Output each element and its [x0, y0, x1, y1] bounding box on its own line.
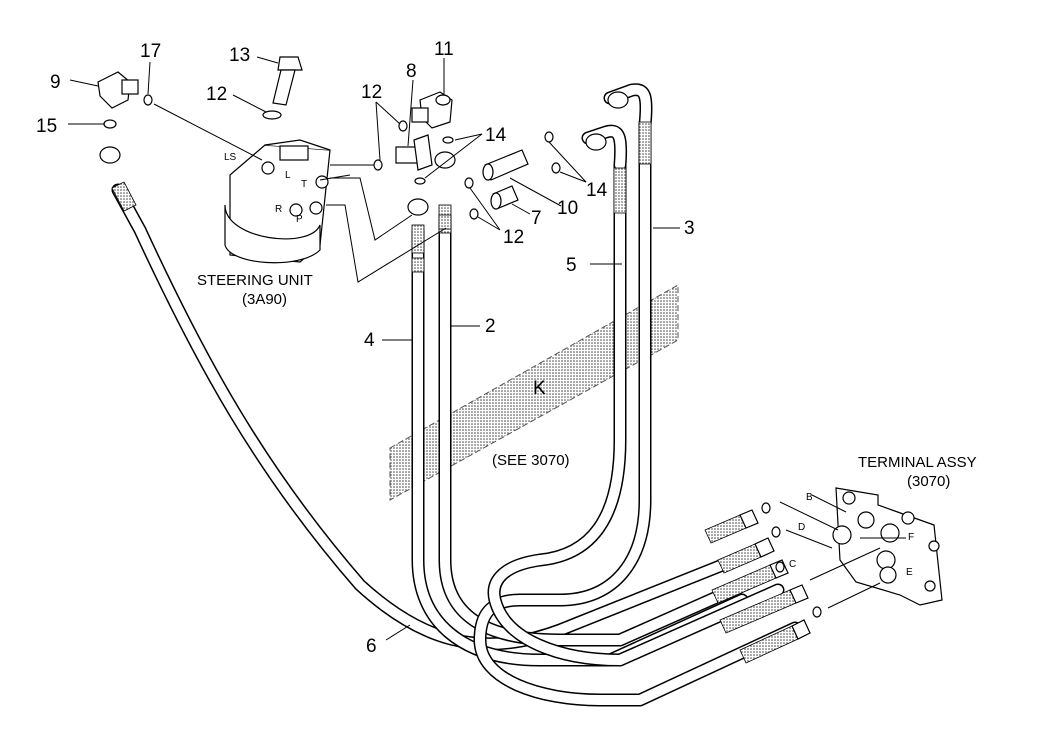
terminal-leader-lines: [779, 494, 906, 609]
callout-12-lower: 12: [503, 227, 524, 248]
callout-17: 17: [140, 41, 161, 62]
steering-unit-name: STEERING UNIT: [197, 272, 313, 289]
bolt-13: [272, 56, 303, 106]
hose-6: [111, 183, 742, 651]
hose-2-band: [438, 214, 452, 230]
hose-6-nut: [99, 146, 121, 164]
terminal-port-b-label: B: [806, 492, 813, 503]
terminal-o-ring-d: [771, 526, 781, 538]
terminal-port-f-label: F: [908, 532, 914, 543]
callout-leader-lines: [68, 56, 680, 641]
terminal-port-e-label: E: [906, 567, 913, 578]
callout-14-lower: 14: [586, 180, 608, 201]
elbow-fitting-11: [411, 91, 453, 129]
callout-3: 3: [684, 218, 695, 239]
union-fitting-10: [482, 149, 529, 181]
callout-12-o-rings: 12: [361, 82, 382, 103]
callout-2: 2: [485, 316, 496, 337]
hose-3-nut: [607, 91, 629, 109]
callout-9: 9: [50, 72, 61, 93]
adapter-fitting-7: [490, 185, 519, 210]
hose-4-nut: [407, 198, 429, 216]
terminal-port-d-label: D: [798, 522, 805, 533]
callout-13: 13: [229, 45, 250, 66]
hose-6-ferrule: [111, 181, 137, 212]
terminal-o-ring-e: [812, 606, 822, 618]
o-ring-14-c: [551, 162, 561, 174]
port-l-label: L: [285, 170, 291, 181]
terminal-port-c-label: C: [789, 559, 796, 570]
callout-6: 6: [366, 636, 377, 657]
callout-11: 11: [434, 39, 454, 60]
washer-12: [262, 110, 282, 120]
port-p-label: P: [296, 214, 303, 225]
port-r-label: R: [275, 204, 282, 215]
hose-3: [473, 118, 802, 707]
o-ring-14-b: [544, 131, 554, 143]
callout-12-bolt-washer: 12: [206, 84, 227, 105]
zone-k-area: [389, 284, 679, 501]
zone-see-reference: (SEE 3070): [492, 452, 570, 469]
callout-15: 15: [36, 116, 57, 137]
terminal-assy-code: (3070): [907, 473, 950, 490]
callout-14-upper: 14: [485, 125, 507, 146]
terminal-o-ring-b: [761, 502, 771, 514]
terminal-hose-fittings: [704, 509, 811, 664]
steering-unit: [224, 139, 331, 264]
o-ring-12-d: [464, 177, 474, 189]
terminal-o-ring-c: [775, 561, 785, 573]
port-ls-label: LS: [224, 152, 237, 163]
o-ring-12-b: [373, 159, 383, 171]
hose-4: [411, 225, 749, 667]
hose-4-ferrule: [411, 224, 425, 254]
o-ring-14-a: [442, 136, 454, 144]
port-t-label: T: [301, 179, 307, 190]
hose-2-nut: [434, 151, 456, 169]
terminal-assy-name: TERMINAL ASSY: [858, 454, 977, 471]
o-ring-12-e: [469, 208, 479, 220]
terminal-assembly: [832, 487, 943, 606]
hose-5-ferrule: [613, 167, 627, 214]
o-ring-12-c: [414, 177, 426, 185]
callout-7: 7: [531, 208, 542, 229]
o-ring-15: [103, 119, 117, 129]
hose-3-ferrule: [638, 121, 652, 165]
hose-5: [487, 158, 785, 667]
zone-k-label: K: [533, 378, 546, 399]
callout-8: 8: [406, 61, 417, 82]
steering-unit-code: (3A90): [242, 291, 287, 308]
o-ring-12-a: [398, 120, 408, 132]
o-ring-17: [143, 94, 153, 106]
callout-10: 10: [557, 198, 578, 219]
elbow-fitting-9: [97, 71, 139, 109]
callout-4: 4: [364, 330, 375, 351]
callout-5: 5: [566, 255, 577, 276]
hose-5-nut: [585, 133, 607, 151]
hose-4-band: [411, 257, 425, 273]
elbow-fitting-8: [395, 134, 433, 171]
